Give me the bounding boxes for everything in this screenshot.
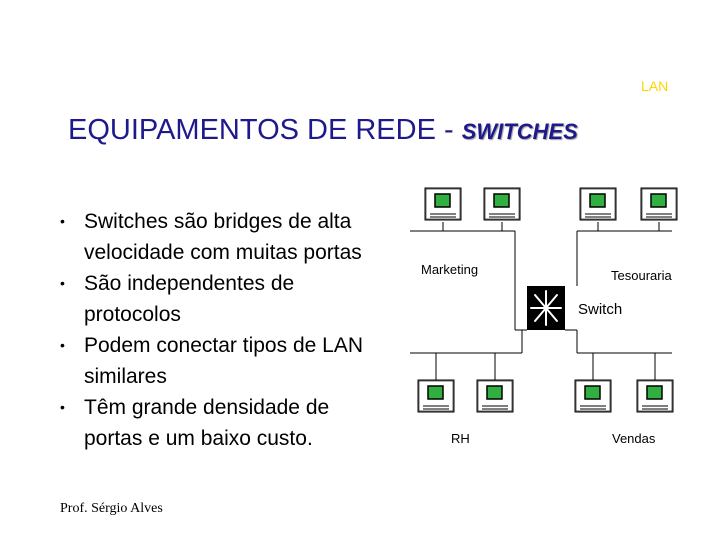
bullet-text: Têm grande densidade de portas e um baix…	[84, 396, 330, 450]
computer-icon	[417, 379, 455, 413]
bullet-list: • Switches são bridges de alta velocidade…	[52, 206, 392, 454]
label-rh: RH	[451, 431, 470, 446]
title-emphasis: SWITCHES	[461, 119, 578, 144]
segment-tesouraria-lines	[576, 222, 672, 286]
lan-tag: LAN	[641, 78, 669, 94]
computer-icon	[424, 187, 462, 221]
switch-icon	[527, 286, 565, 330]
computer-icon	[579, 187, 617, 221]
title-main: EQUIPAMENTOS DE REDE -	[68, 114, 462, 146]
computer-icon	[476, 379, 514, 413]
author-footer: Prof. Sérgio Alves	[60, 501, 163, 516]
label-vendas: Vendas	[612, 431, 656, 446]
computer-icon	[483, 187, 521, 221]
bullet-text: Podem conectar tipos de LAN similares	[84, 334, 363, 388]
bullet-icon: •	[60, 337, 65, 353]
segment-rh-lines	[410, 330, 523, 380]
segment-marketing-lines	[410, 222, 527, 331]
computer-icon	[640, 187, 678, 221]
bullet-icon: •	[60, 399, 65, 415]
computer-icon	[636, 379, 674, 413]
bullet-text: São independentes de protocolos	[84, 272, 295, 326]
slide-title: EQUIPAMENTOS DE REDE - SWITCHES	[68, 110, 578, 152]
bullet-icon: •	[60, 275, 65, 291]
bullet-item: • Switches são bridges de alta velocidade…	[52, 206, 392, 268]
bullet-icon: •	[60, 213, 65, 229]
label-switch: Switch	[578, 301, 622, 318]
label-tesouraria: Tesouraria	[611, 268, 672, 283]
bullet-item: • São independentes de protocolos	[52, 268, 392, 330]
bullet-item: • Podem conectar tipos de LAN similares	[52, 330, 392, 392]
label-marketing: Marketing	[421, 262, 478, 277]
segment-vendas-lines	[565, 329, 672, 380]
bullet-item: • Têm grande densidade de portas e um bai…	[52, 392, 392, 454]
bullet-text: Switches são bridges de alta velocidade …	[84, 210, 362, 264]
computer-icon	[574, 379, 612, 413]
